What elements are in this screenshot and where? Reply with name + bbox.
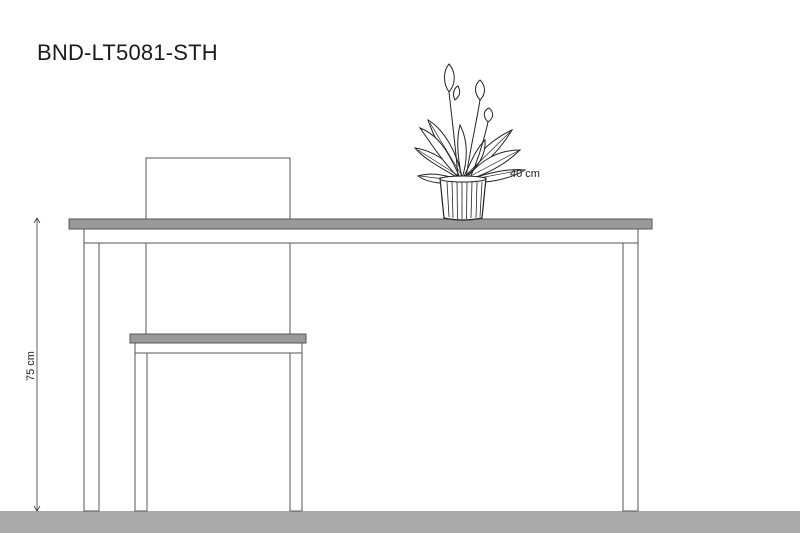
pot-rim: [439, 175, 487, 183]
chair-leg-right: [289, 352, 303, 512]
table-apron: [83, 228, 639, 244]
product-code-title: BND-LT5081-STH: [37, 40, 218, 65]
chair-apron: [134, 342, 303, 354]
floor: [0, 511, 800, 533]
dimension-arrow-bottom: [33, 505, 41, 512]
plant-height-label: 40 cm: [510, 168, 540, 180]
plant-pot: [439, 177, 487, 221]
chair-seat: [129, 333, 307, 344]
table-height-dimension: [33, 217, 41, 512]
table-leg-right: [622, 242, 639, 512]
chair-back-panel: [145, 157, 291, 221]
table-leg-left: [83, 242, 100, 512]
pot-ribs: [446, 181, 483, 220]
flowers: [444, 63, 494, 123]
chair-front: [129, 333, 307, 512]
flower-stems: [448, 91, 489, 179]
potted-plant: [413, 63, 527, 221]
dimension-arrow-top: [33, 217, 41, 224]
table: [68, 218, 653, 512]
table-top: [68, 218, 653, 230]
chair-leg-left: [134, 352, 148, 512]
table-height-label: 75 cm: [25, 351, 37, 381]
chair: [145, 157, 291, 334]
